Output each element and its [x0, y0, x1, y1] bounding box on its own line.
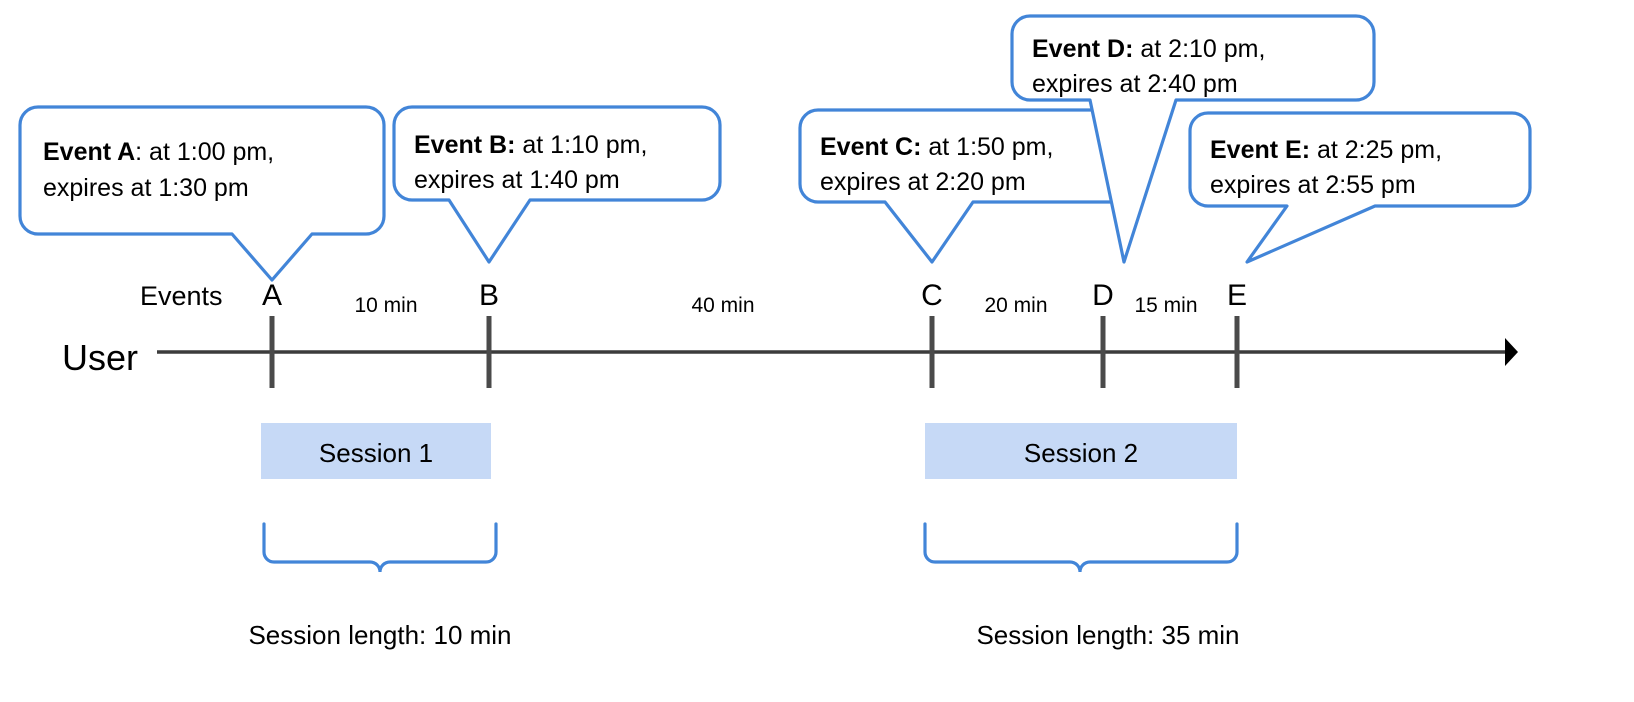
marker-b: B	[479, 279, 499, 388]
session-1-box	[261, 423, 491, 479]
session-1-label: Session 1	[319, 438, 433, 468]
marker-a: A	[262, 279, 282, 388]
callout-event-e-line1: Event E: at 2:25 pm,	[1210, 136, 1442, 164]
callout-event-d-line1: Event D: at 2:10 pm,	[1032, 35, 1265, 63]
interval-label-d-e: 15 min	[1134, 294, 1197, 317]
timeline-arrow-head	[1505, 338, 1518, 366]
callout-event-a-line2: expires at 1:30 pm	[43, 174, 249, 202]
callout-event-a: Event A: at 1:00 pm, expires at 1:30 pm	[18, 105, 386, 282]
callout-event-c-line2: expires at 2:20 pm	[820, 168, 1026, 196]
session-2-brace	[923, 522, 1239, 573]
callout-event-b-shape	[392, 105, 722, 264]
marker-e-letter: E	[1227, 279, 1247, 312]
callout-event-b-line2: expires at 1:40 pm	[414, 166, 620, 194]
interval-label-a-b: 10 min	[354, 294, 417, 317]
callout-event-d-line2: expires at 2:40 pm	[1032, 70, 1238, 98]
interval-label-c-d: 20 min	[984, 294, 1047, 317]
user-axis-label: User	[62, 337, 138, 378]
session-1-brace	[262, 522, 498, 573]
callout-event-b-line1: Event B: at 1:10 pm,	[414, 131, 647, 159]
callout-event-a-line1: Event A: at 1:00 pm,	[43, 138, 274, 166]
marker-c: C	[921, 279, 943, 388]
timeline-axis	[157, 338, 1518, 366]
session-2-label: Session 2	[1024, 438, 1138, 468]
marker-e: E	[1227, 279, 1247, 388]
callout-event-d: Event D: at 2:10 pm, expires at 2:40 pm	[1010, 14, 1376, 264]
callout-event-e: Event E: at 2:25 pm, expires at 2:55 pm	[1188, 111, 1532, 264]
session-2-box	[925, 423, 1237, 479]
marker-d-letter: D	[1092, 279, 1114, 312]
events-row-label: Events	[140, 281, 223, 311]
marker-b-letter: B	[479, 279, 499, 312]
marker-a-letter: A	[262, 279, 282, 312]
callout-event-e-line2: expires at 2:55 pm	[1210, 171, 1416, 199]
session-1-caption: Session length: 10 min	[248, 620, 511, 650]
marker-d: D	[1092, 279, 1114, 388]
callout-event-c-line1: Event C: at 1:50 pm,	[820, 133, 1053, 161]
interval-label-b-c: 40 min	[691, 294, 754, 317]
marker-c-letter: C	[921, 279, 943, 312]
session-2-caption: Session length: 35 min	[976, 620, 1239, 650]
callout-event-a-shape	[18, 105, 386, 282]
callout-event-e-shape	[1188, 111, 1532, 264]
session-1: Session 1	[261, 423, 491, 479]
callout-event-d-shape	[1010, 14, 1376, 264]
callout-event-c: Event C: at 1:50 pm, expires at 2:20 pm	[798, 108, 1138, 264]
callout-event-b: Event B: at 1:10 pm, expires at 1:40 pm	[392, 105, 722, 264]
session-2: Session 2	[925, 423, 1237, 479]
